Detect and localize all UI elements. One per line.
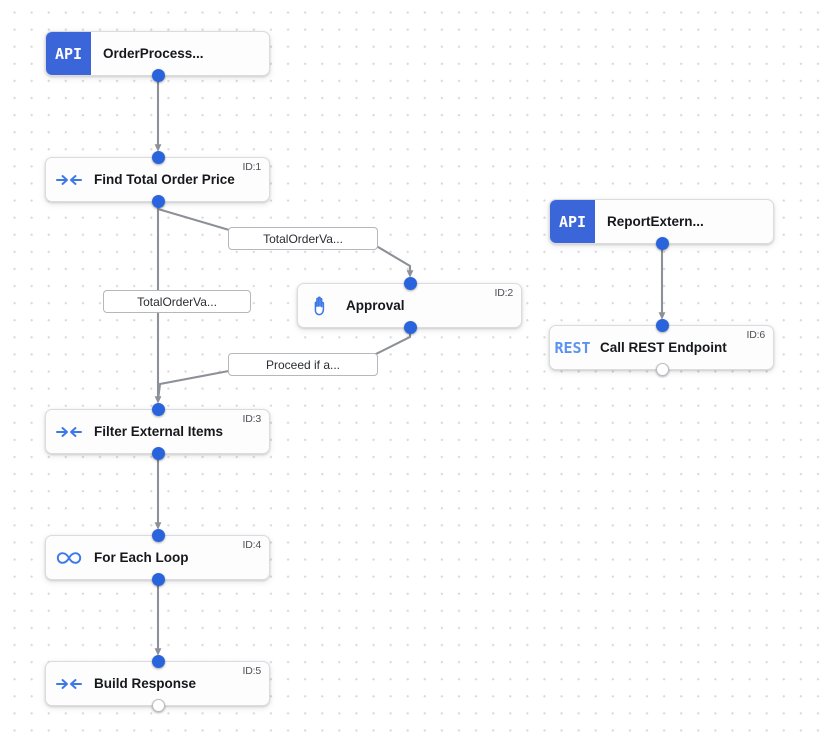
edge-label-total-order-va-top[interactable]: TotalOrderVa... [228,227,378,250]
port-approval-in[interactable] [404,277,417,290]
node-id-label: ID:6 [746,329,766,341]
node-find-total-order-price[interactable]: Find Total Order Price ID:1 [45,157,270,202]
node-title: Approval [346,298,405,313]
raised-hand-icon [298,295,344,317]
node-title: ReportExtern... [607,214,704,229]
node-id-label: ID:4 [242,539,262,551]
arrows-converge-icon [46,676,92,692]
node-order-process[interactable]: API OrderProcess... [45,31,270,76]
port-filter-in[interactable] [152,403,165,416]
node-id-label: ID:1 [242,161,262,173]
port-rest-out[interactable] [656,363,669,376]
node-build-response[interactable]: Build Response ID:5 [45,661,270,706]
arrows-converge-icon [46,424,92,440]
node-id-label: ID:3 [242,413,262,425]
node-call-rest-endpoint[interactable]: REST Call REST Endpoint ID:6 [549,325,774,370]
port-build-in[interactable] [152,655,165,668]
port-foreach-in[interactable] [152,529,165,542]
edge-find-total-to-approval [156,201,237,234]
node-title: Find Total Order Price [94,172,235,187]
node-filter-external-items[interactable]: Filter External Items ID:3 [45,409,270,454]
node-for-each-loop[interactable]: For Each Loop ID:4 [45,535,270,580]
edge-approval-to-filter-tail [156,368,235,401]
port-find-total-in[interactable] [152,151,165,164]
rest-badge-icon: REST [554,338,591,357]
port-find-total-out[interactable] [152,195,165,208]
port-foreach-out[interactable] [152,573,165,586]
edge-label-proceed-if-a[interactable]: Proceed if a... [228,353,378,376]
node-title: Call REST Endpoint [600,340,727,355]
node-title: For Each Loop [94,550,189,565]
node-id-label: ID:5 [242,665,262,677]
node-title: OrderProcess... [103,46,204,61]
port-order-process-out[interactable] [152,69,165,82]
port-build-out[interactable] [152,699,165,712]
port-filter-out[interactable] [152,447,165,460]
edge-label-total-order-va-left[interactable]: TotalOrderVa... [103,290,251,313]
edge-find-total-to-approval-tail [372,243,414,278]
port-rest-in[interactable] [656,319,669,332]
infinity-loop-icon [46,550,92,566]
api-badge-icon: API [46,32,91,75]
node-id-label: ID:2 [494,287,514,299]
arrows-converge-icon [46,172,92,188]
node-approval[interactable]: Approval ID:2 [297,283,522,328]
node-title: Build Response [94,676,197,691]
node-title: Filter External Items [94,424,224,439]
port-approval-out[interactable] [404,321,417,334]
port-report-out[interactable] [656,237,669,250]
api-badge-icon: API [550,200,595,243]
